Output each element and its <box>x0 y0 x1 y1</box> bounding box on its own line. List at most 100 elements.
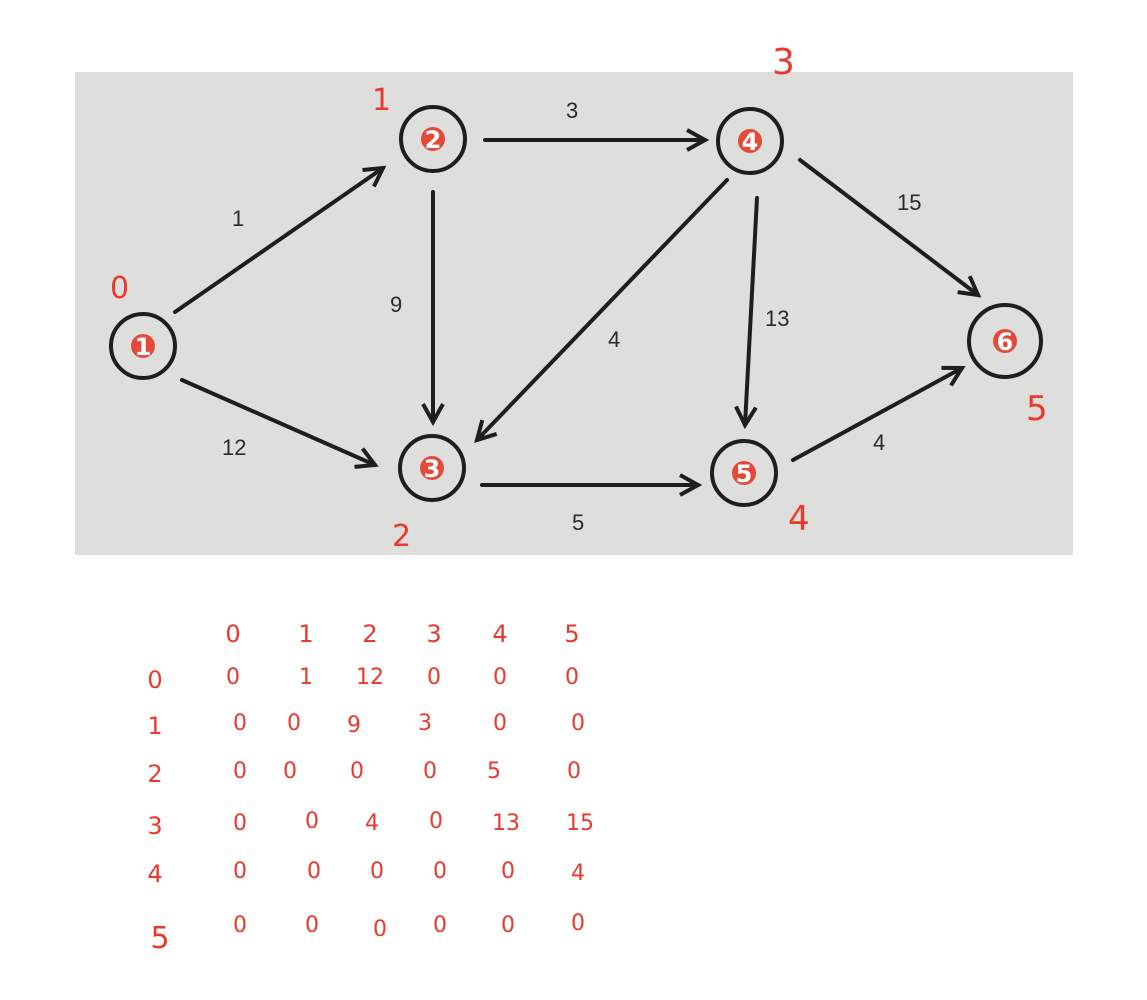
edge-0-1 <box>173 168 383 314</box>
matrix-cell: 0 <box>226 665 240 690</box>
matrix-cell: 0 <box>493 665 507 690</box>
node-4: 4 <box>716 107 784 175</box>
edge-0-2 <box>180 378 375 465</box>
matrix-cell: 4 <box>571 861 585 886</box>
node-overwrite-mark <box>131 334 155 358</box>
graph-nodes: 1 2 3 4 5 6 <box>109 105 1043 507</box>
matrix-cell: 1 <box>299 665 313 690</box>
node-circle <box>967 303 1043 379</box>
node-3: 3 <box>398 434 466 502</box>
edge-weight-0-2: 12 <box>222 435 246 460</box>
node-overwrite-mark <box>738 129 762 153</box>
node-circle <box>109 312 177 380</box>
node-2: 2 <box>399 105 467 173</box>
node-circle <box>398 434 466 502</box>
matrix-row: 3 0 0 4 0 13 15 <box>147 809 594 840</box>
matrix-cell: 0 <box>565 665 579 690</box>
matrix-cell: 0 <box>429 809 443 834</box>
matrix-row-header: 5 <box>150 921 169 956</box>
edge-weight-4-5: 4 <box>873 430 885 455</box>
edge-3-2 <box>477 178 729 440</box>
matrix-cell: 0 <box>287 711 301 736</box>
annotation-node-5: 4 <box>788 499 810 539</box>
matrix-cell: 0 <box>305 913 319 938</box>
matrix-row-header: 1 <box>147 712 162 740</box>
matrix-cell: 13 <box>492 811 520 836</box>
edge-weight-3-5: 15 <box>897 190 921 215</box>
node-5: 5 <box>710 439 778 507</box>
matrix-row: 5 0 0 0 0 0 0 <box>150 911 585 956</box>
matrix-column-header: 5 <box>564 620 579 648</box>
matrix-cell: 9 <box>347 713 361 738</box>
matrix-cell: 0 <box>433 913 447 938</box>
matrix-cell: 0 <box>233 759 247 784</box>
matrix-cell: 5 <box>487 759 501 784</box>
matrix-column-headers: 0 1 2 3 4 5 <box>225 620 579 648</box>
matrix-cell: 15 <box>566 811 594 836</box>
matrix-cell: 0 <box>493 711 507 736</box>
node-overwrite-mark <box>732 461 756 485</box>
matrix-row-header: 4 <box>147 860 162 888</box>
edge-weight-0-1: 1 <box>232 206 244 231</box>
graph-edges <box>173 140 978 485</box>
edge-weight-3-2: 4 <box>608 327 620 352</box>
node-original-label: 6 <box>997 328 1014 356</box>
edge-weight-1-2: 9 <box>390 292 402 317</box>
node-circle <box>710 439 778 507</box>
matrix-cell: 0 <box>423 759 437 784</box>
matrix-row: 1 0 0 9 3 0 0 <box>147 711 585 740</box>
matrix-cell: 0 <box>571 711 585 736</box>
node-circle <box>716 107 784 175</box>
matrix-cell: 0 <box>567 759 581 784</box>
matrix-row: 0 0 1 12 0 0 0 <box>147 665 579 694</box>
matrix-cell: 0 <box>501 859 515 884</box>
matrix-cell: 0 <box>373 917 387 942</box>
node-1: 1 <box>109 312 177 380</box>
edge-weights: 1 12 3 9 4 13 15 5 4 <box>222 98 921 535</box>
matrix-row: 2 0 0 0 0 5 0 <box>147 759 581 788</box>
matrix-cell: 4 <box>365 811 379 836</box>
matrix-cell: 0 <box>501 913 515 938</box>
node-original-label: 4 <box>742 128 759 156</box>
edge-4-5 <box>791 368 962 462</box>
matrix-row-header: 0 <box>147 666 162 694</box>
edge-3-5 <box>798 158 978 295</box>
matrix-cell: 0 <box>307 859 321 884</box>
matrix-row: 4 0 0 0 0 0 4 <box>147 859 585 888</box>
matrix-cell: 0 <box>427 665 441 690</box>
node-original-label: 5 <box>736 460 753 488</box>
matrix-cell: 0 <box>233 859 247 884</box>
matrix-cell: 0 <box>283 759 297 784</box>
adjacency-matrix: 0 1 2 3 4 5 0 0 1 12 0 0 0 1 0 0 9 3 0 0… <box>147 620 594 956</box>
matrix-cell: 0 <box>370 859 384 884</box>
annotation-node-3: 2 <box>392 519 411 554</box>
annotation-node-4: 3 <box>772 42 795 83</box>
matrix-cell: 3 <box>418 711 432 736</box>
edge-3-4 <box>745 196 759 425</box>
matrix-column-header: 3 <box>426 620 441 648</box>
matrix-row-header: 2 <box>147 760 162 788</box>
matrix-cell: 0 <box>233 811 247 836</box>
node-circle <box>399 105 467 173</box>
node-overwrite-mark <box>993 329 1017 353</box>
graph-photo-background <box>75 72 1073 555</box>
matrix-row-header: 3 <box>147 812 162 840</box>
matrix-cell: 0 <box>571 911 585 936</box>
edge-weight-3-4: 13 <box>765 306 789 331</box>
matrix-cell: 0 <box>233 711 247 736</box>
annotation-node-1: 0 <box>110 271 129 306</box>
matrix-cell: 0 <box>233 913 247 938</box>
annotation-node-2: 1 <box>372 83 391 118</box>
matrix-column-header: 1 <box>298 620 313 648</box>
matrix-column-header: 0 <box>225 620 240 648</box>
matrix-cell: 12 <box>356 665 384 690</box>
annotation-node-6: 5 <box>1026 389 1048 429</box>
edge-weight-2-4: 5 <box>572 510 584 535</box>
node-annotations: 0 1 2 3 4 5 <box>110 42 1048 554</box>
node-6: 6 <box>967 303 1043 379</box>
matrix-column-header: 2 <box>362 620 377 648</box>
edge-weight-1-3: 3 <box>566 98 578 123</box>
node-original-label: 2 <box>425 126 442 154</box>
matrix-cell: 0 <box>433 859 447 884</box>
